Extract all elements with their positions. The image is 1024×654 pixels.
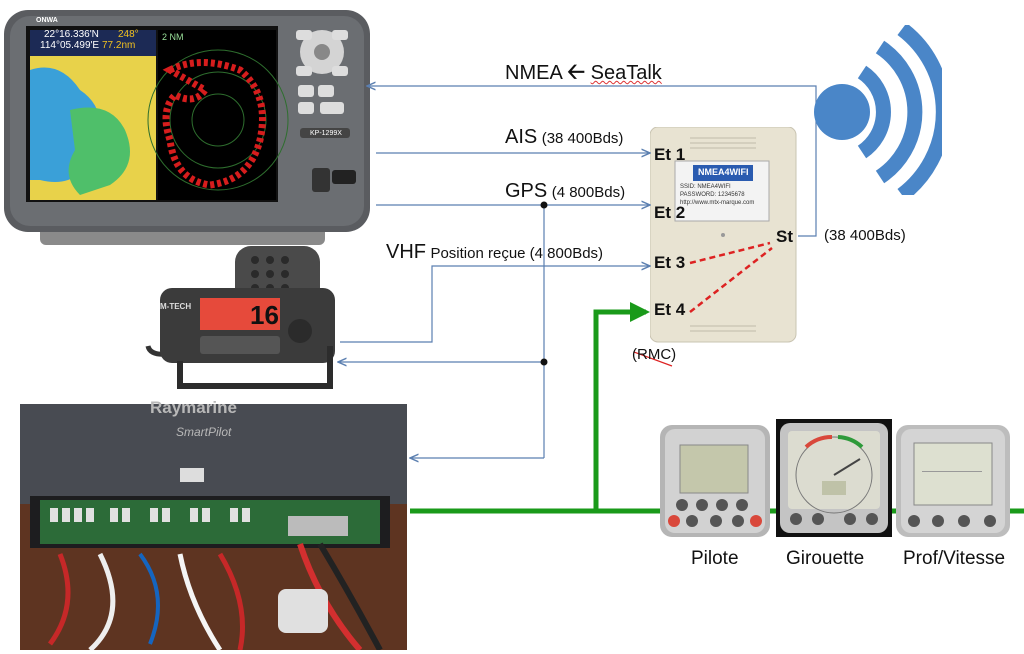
vhf-label: VHF Position reçue (4 800Bds) bbox=[386, 241, 603, 264]
ais-name: AIS bbox=[505, 126, 538, 148]
nmea4wifi-box bbox=[650, 127, 797, 343]
plotter-heading: 248° bbox=[118, 29, 139, 40]
link-et4-st bbox=[689, 247, 773, 313]
ais-baud: (38 400Bds) bbox=[541, 130, 624, 147]
plotter-brand: ONWA bbox=[36, 17, 58, 24]
radar-range: 2 NM bbox=[162, 32, 184, 42]
rmc-label: (RMC) bbox=[632, 346, 677, 363]
autopilot-product: SmartPilot bbox=[176, 425, 232, 439]
nmea-seatalk-label: NMEA 🡠 SeaTalk bbox=[505, 59, 662, 85]
plotter-distance: 77.2nm bbox=[102, 40, 136, 51]
wifi-icon bbox=[814, 25, 942, 195]
port-st: St bbox=[776, 227, 793, 246]
plotter-latitude: 22°16.336'N bbox=[44, 29, 99, 40]
caption-pilote: Pilote bbox=[691, 548, 739, 569]
ais-label: AIS (38 400Bds) bbox=[505, 126, 623, 149]
link-et3-st bbox=[689, 241, 771, 265]
caption-prof-vitesse: Prof/Vitesse bbox=[903, 548, 1006, 569]
port-et3: Et 3 bbox=[654, 253, 686, 272]
box-title: NMEA4WIFI bbox=[698, 167, 749, 177]
wire-st-to-plotter bbox=[367, 86, 817, 237]
wire-vhf bbox=[340, 266, 650, 343]
rmc-strike bbox=[633, 351, 673, 367]
chart-plotter bbox=[4, 10, 370, 245]
junction-bottom bbox=[540, 358, 548, 366]
instrument-pilote bbox=[660, 425, 770, 537]
gps-label: GPS (4 800Bds) bbox=[505, 180, 625, 203]
box-url: http://www.mtx-marque.com bbox=[680, 200, 755, 206]
plotter-longitude: 114°05.499'E bbox=[40, 40, 100, 51]
junction-top bbox=[540, 201, 548, 209]
vhf-detail: Position reçue (4 800Bds) bbox=[430, 245, 604, 262]
caption-girouette: Girouette bbox=[786, 548, 865, 569]
radio-channel: 16 bbox=[250, 300, 279, 330]
seatalk-to-et4 bbox=[593, 302, 650, 511]
port-et4: Et 4 bbox=[654, 300, 686, 319]
box-ssid: SSID: NMEA4WIFI bbox=[680, 184, 731, 190]
radio-brand: M-TECH bbox=[160, 302, 192, 311]
port-et2: Et 2 bbox=[654, 203, 686, 222]
gps-baud: (4 800Bds) bbox=[551, 184, 626, 201]
gps-name: GPS bbox=[505, 180, 548, 202]
arrow-left-icon: 🡠 bbox=[567, 59, 586, 84]
instrument-girouette bbox=[776, 419, 892, 537]
autopilot-brand: Raymarine bbox=[150, 398, 237, 417]
nmea-text: NMEA bbox=[505, 62, 562, 84]
vhf-name: VHF bbox=[386, 241, 426, 263]
seatalk-text: SeaTalk bbox=[590, 62, 662, 84]
box-password: PASSWORD: 12345678 bbox=[680, 192, 745, 198]
vhf-radio bbox=[145, 246, 335, 389]
instrument-prof-vitesse bbox=[896, 425, 1010, 537]
port-et1: Et 1 bbox=[654, 145, 686, 164]
plotter-model: KP-1299X bbox=[310, 130, 342, 137]
st-baud-label: (38 400Bds) bbox=[824, 227, 906, 244]
autopilot-unit bbox=[20, 404, 407, 650]
